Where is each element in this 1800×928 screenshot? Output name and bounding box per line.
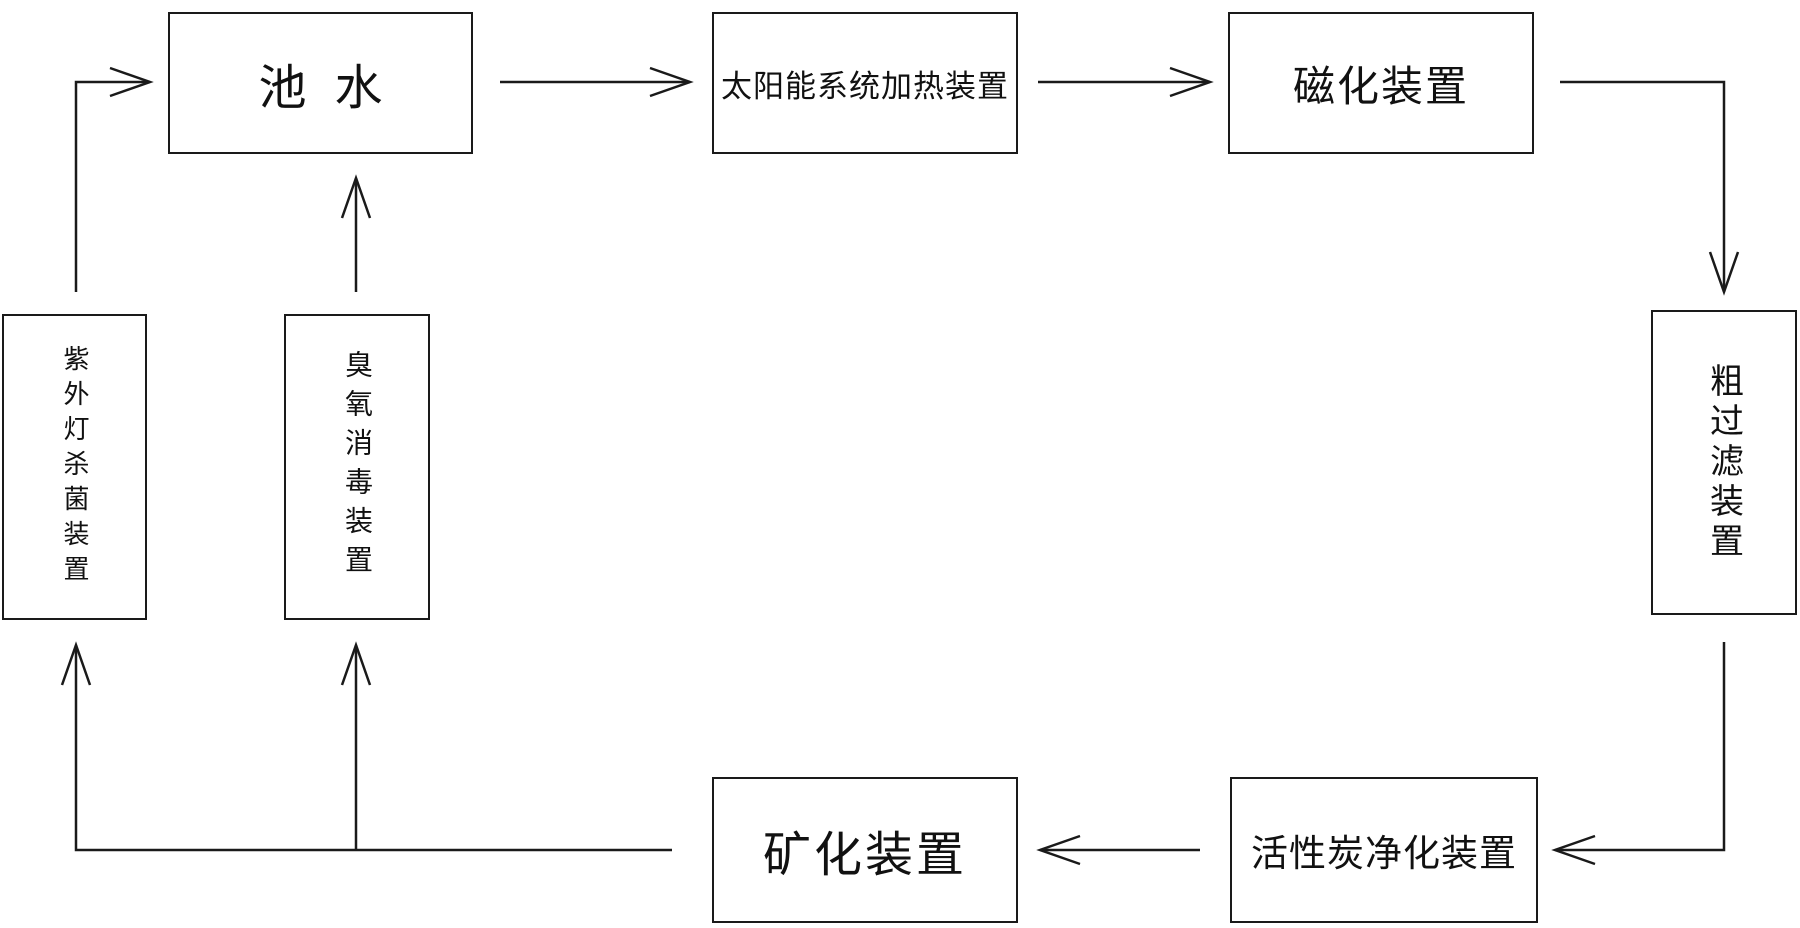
arrow-uv-to-pool — [74, 80, 150, 292]
arrow-filter-to-carbon — [1555, 642, 1726, 852]
node-activated-carbon: 活性炭净化装置 — [1230, 777, 1538, 923]
node-label: 磁化装置 — [1292, 61, 1469, 111]
arrow-mineral-to-uv — [74, 645, 672, 852]
arrowhead-pool-to-solar — [649, 66, 694, 98]
arrowhead-mineral-to-uv — [60, 641, 92, 686]
arrowhead-uv-to-pool — [109, 66, 154, 98]
node-coarse-filter: 粗过滤装置 — [1651, 310, 1797, 615]
arrowhead-magnet-to-filter — [1708, 251, 1740, 296]
node-pool-water: 池水 — [168, 12, 473, 154]
arrowhead-carbon-to-mineral — [1036, 834, 1081, 866]
node-label: 臭氧消毒装置 — [341, 350, 374, 584]
node-ozone-disinfection: 臭氧消毒装置 — [284, 314, 430, 620]
node-mineralization: 矿化装置 — [712, 777, 1018, 923]
node-solar-heating: 太阳能系统加热装置 — [712, 12, 1018, 154]
node-label: 粗过滤装置 — [1703, 362, 1744, 563]
node-magnetization: 磁化装置 — [1228, 12, 1534, 154]
node-label: 矿化装置 — [762, 827, 967, 883]
arrowhead-solar-to-magnet — [1169, 66, 1214, 98]
arrow-magnet-to-filter — [1560, 80, 1726, 292]
node-label: 紫外灯杀菌装置 — [59, 344, 89, 590]
arrowhead-ozone-to-pool — [340, 174, 372, 219]
node-label: 活性炭净化装置 — [1251, 832, 1517, 875]
arrowhead-mineral-to-ozone — [340, 641, 372, 686]
node-label: 池水 — [258, 60, 411, 116]
node-uv-sterilization: 紫外灯杀菌装置 — [2, 314, 147, 620]
arrowhead-filter-to-carbon — [1551, 834, 1596, 866]
node-label: 太阳能系统加热装置 — [721, 68, 1009, 105]
